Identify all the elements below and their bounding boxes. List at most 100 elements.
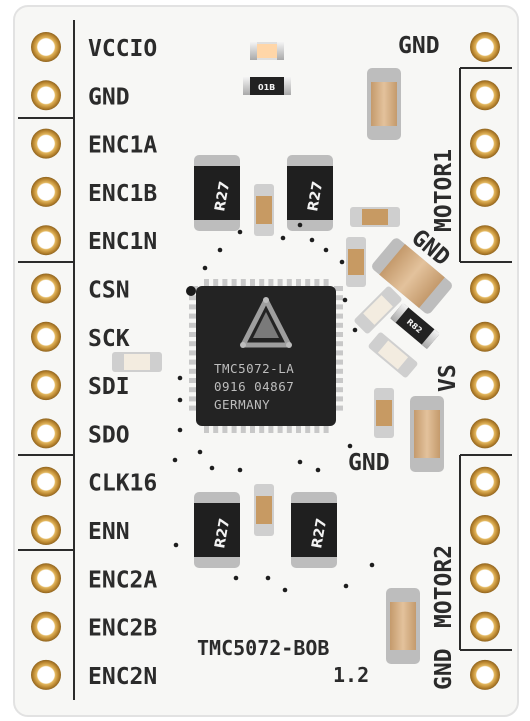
chip-pin — [286, 424, 292, 433]
pin-label-enc1n: ENC1N — [88, 229, 157, 255]
chip-pin — [189, 322, 198, 328]
chip-pin — [213, 279, 219, 288]
left-pad — [31, 321, 61, 352]
chip-pin — [323, 279, 329, 288]
via — [297, 222, 303, 228]
right-pad — [470, 370, 500, 401]
right-pad — [470, 176, 500, 207]
pin-label-enn: ENN — [88, 519, 130, 545]
chip-pins — [189, 279, 343, 433]
via — [297, 459, 303, 465]
capacitor-bottom-right — [386, 588, 420, 664]
chip-pin — [213, 424, 219, 433]
left-pad — [31, 128, 61, 159]
chip-pin — [189, 359, 198, 365]
left-pad — [31, 466, 61, 497]
label-gnd-middle: GND — [348, 450, 390, 476]
chip-pin — [250, 424, 255, 433]
pin-label-enc2b: ENC2B — [88, 616, 157, 642]
chip-pin — [277, 279, 283, 288]
chip-pin — [334, 387, 343, 393]
chip-pin — [334, 368, 343, 374]
chip-pin — [296, 424, 301, 433]
chip-pin — [204, 279, 209, 288]
chip-pin — [334, 359, 343, 365]
svg-text:R27: R27 — [212, 180, 233, 213]
small-resistor-right-3 — [374, 388, 394, 438]
via — [323, 247, 329, 253]
pin-label-enc2a: ENC2A — [88, 567, 157, 593]
via — [233, 575, 239, 581]
right-pad — [470, 515, 500, 545]
left-pad — [31, 32, 61, 62]
via — [282, 587, 288, 593]
via — [280, 235, 286, 241]
chip-pin — [240, 424, 246, 433]
pin-label-vccio: VCCIO — [88, 36, 157, 62]
chip-pin — [222, 279, 228, 288]
via — [237, 229, 243, 235]
trinamic-logo — [240, 297, 292, 348]
chip-pin — [334, 322, 343, 328]
pin-label-csn: CSN — [88, 278, 130, 304]
small-capacitor-bottom-center — [254, 484, 274, 536]
label-motor2: MOTOR2 — [431, 545, 457, 628]
right-pad — [470, 563, 500, 594]
chip-pin — [240, 279, 246, 288]
small-capacitor-sck — [112, 352, 162, 372]
chip-pin — [334, 350, 343, 356]
led-marking: 01B — [258, 83, 275, 92]
chip-pin — [334, 332, 343, 337]
right-pad — [470, 611, 500, 642]
svg-text:R27: R27 — [212, 517, 233, 550]
right-pad — [470, 128, 500, 159]
chip-line-3: GERMANY — [214, 397, 270, 412]
chip-pin — [286, 279, 292, 288]
chip-pin — [305, 424, 311, 433]
chip-pin — [305, 279, 311, 288]
via — [343, 583, 349, 589]
via — [209, 465, 215, 471]
via — [339, 259, 345, 265]
small-resistor-right-2 — [346, 237, 366, 287]
vias — [172, 222, 375, 593]
label-gnd-bottom-right: GND — [431, 648, 457, 690]
right-pad — [470, 659, 500, 690]
chip-pin — [189, 295, 198, 301]
via — [347, 443, 353, 449]
via — [173, 542, 179, 548]
via — [309, 237, 315, 243]
small-resistor-r82: R82 — [390, 302, 440, 350]
chip-pin — [334, 341, 343, 347]
chip-pin — [334, 313, 343, 319]
svg-text:R27: R27 — [305, 180, 326, 213]
svg-text:R27: R27 — [309, 517, 330, 550]
chip-pin — [259, 279, 265, 288]
chip-pin — [204, 424, 209, 433]
pin-label-sck: SCK — [88, 326, 130, 352]
chip-line-1: TMC5072-LA — [214, 361, 294, 376]
sense-resistor-1: R27 — [194, 155, 240, 231]
chip-pin — [189, 304, 198, 310]
board-name: TMC5072-BOB — [197, 636, 329, 660]
chip-pin — [189, 350, 198, 356]
right-pad — [470, 273, 500, 304]
right-header-pads — [470, 32, 500, 690]
chip-pin — [334, 295, 343, 301]
left-pad — [31, 80, 61, 111]
right-pad — [470, 225, 500, 256]
label-motor1: MOTOR1 — [431, 149, 457, 232]
right-pad — [470, 466, 500, 497]
chip-pin — [334, 405, 343, 411]
tmc5072-chip: TMC5072-LA 0916 04867 GERMANY — [186, 279, 343, 433]
pin-label-enc1a: ENC1A — [88, 133, 157, 159]
via — [202, 265, 208, 271]
chip-pin — [231, 279, 237, 288]
pin-label-clk16: CLK16 — [88, 471, 157, 497]
board-version: 1.2 — [333, 663, 369, 687]
left-pad — [31, 515, 61, 545]
left-pad — [31, 418, 61, 449]
right-pad — [470, 418, 500, 449]
chip-pin — [250, 279, 255, 288]
